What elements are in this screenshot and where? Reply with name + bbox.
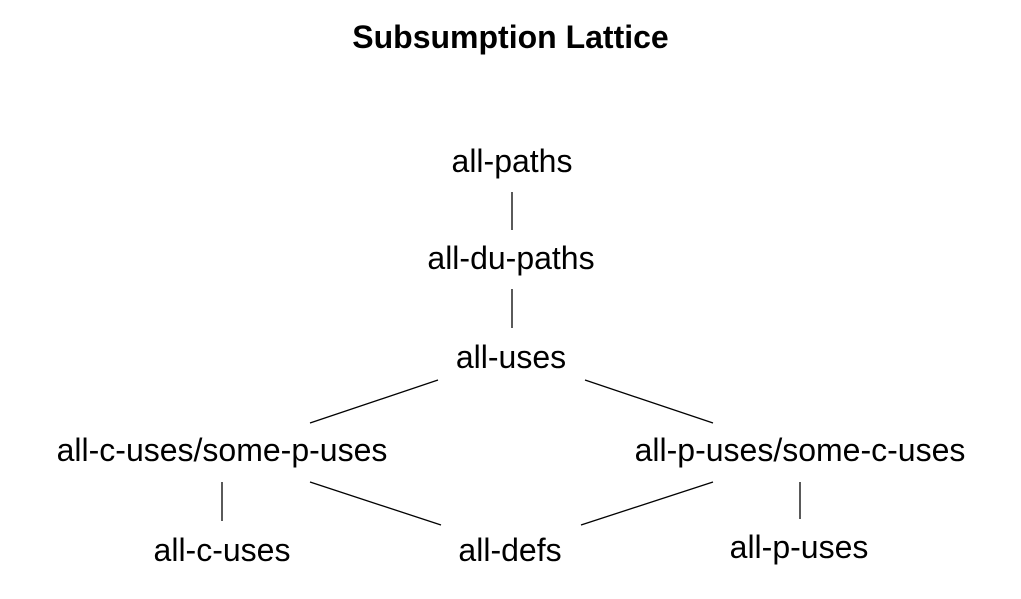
node-all-c-uses: all-c-uses xyxy=(153,532,291,568)
node-all-p-uses: all-p-uses xyxy=(729,529,869,565)
edge-all-uses-all-p-uses-some-c-uses xyxy=(584,379,714,424)
edge-all-uses-all-c-uses-some-p-uses xyxy=(309,379,439,424)
node-all-du-paths: all-du-paths xyxy=(427,240,595,276)
node-all-paths: all-paths xyxy=(451,143,573,179)
node-all-uses: all-uses xyxy=(455,339,567,375)
edge-all-c-uses-some-p-uses-all-defs xyxy=(309,481,442,526)
node-all-c-uses-some-p-uses: all-c-uses/some-p-uses xyxy=(56,432,388,468)
diagram-title: Subsumption Lattice xyxy=(352,19,669,55)
node-all-defs: all-defs xyxy=(458,532,562,568)
edge-all-p-uses-some-c-uses-all-defs xyxy=(580,481,714,526)
node-all-p-uses-some-c-uses: all-p-uses/some-c-uses xyxy=(634,432,966,468)
